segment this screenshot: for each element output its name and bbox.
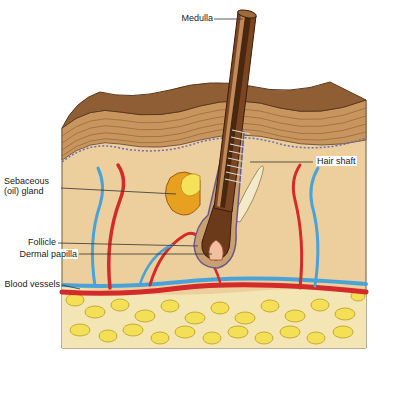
part-label: Dermal papilla — [18, 249, 78, 259]
part-label: Hair shaft — [316, 156, 357, 166]
part-label: Medulla — [180, 13, 214, 23]
part-label: Sebaceous (oil) gland — [3, 176, 61, 197]
part-label: Blood vessels — [3, 279, 61, 289]
part-label: Follicle — [27, 237, 57, 247]
